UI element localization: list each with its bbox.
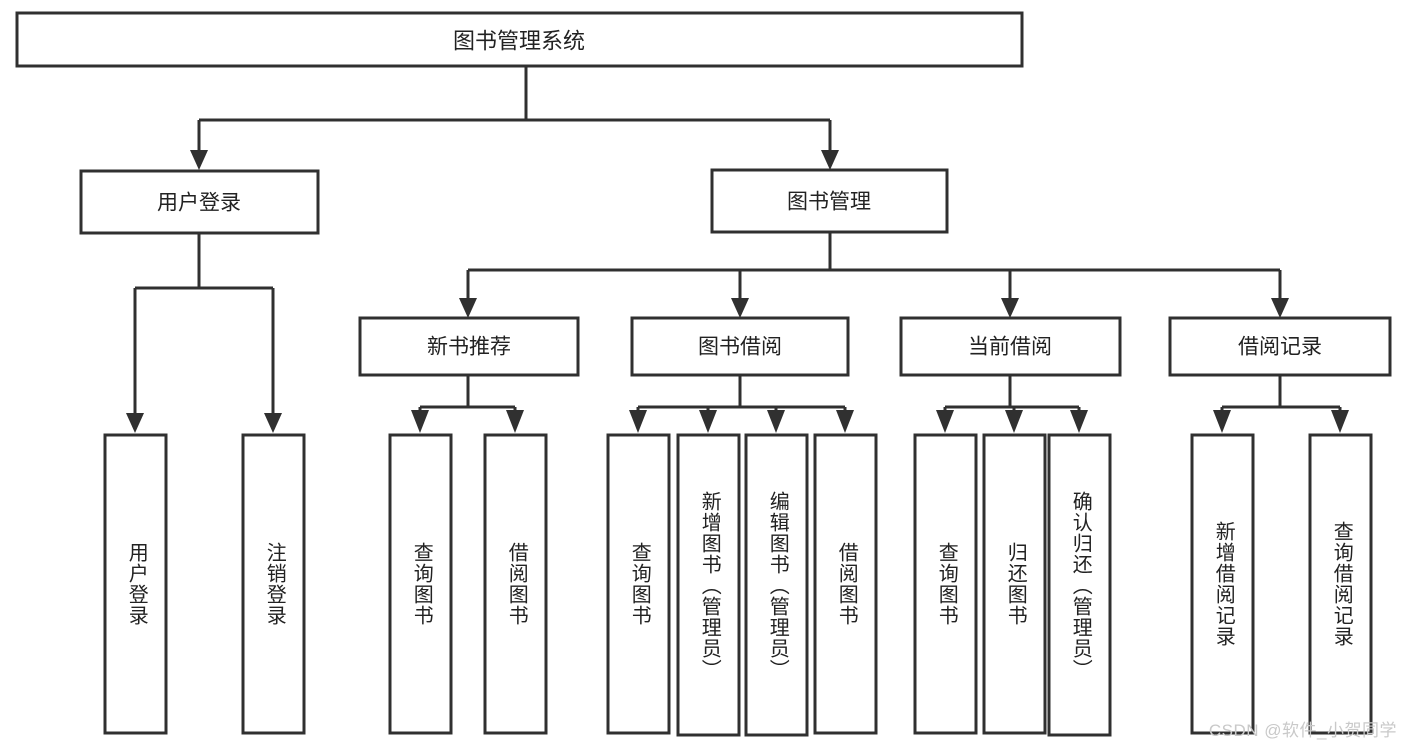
- node-book-borrow[interactable]: [630, 316, 850, 377]
- arrow-borrowrecord-leaf-2: [1331, 410, 1349, 433]
- node-leaf-user-login-logout[interactable]: [241, 433, 306, 735]
- node-book-management-system[interactable]: [15, 11, 1024, 68]
- arrow-userlogin-leaf-1: [126, 413, 144, 433]
- node-current-borrow[interactable]: [899, 316, 1122, 377]
- arrow-bookborrow-leaf-2: [699, 410, 717, 433]
- node-leaf-user-login-login[interactable]: [103, 433, 168, 735]
- arrow-to-user-login: [190, 150, 208, 170]
- connector-layer: [126, 66, 1349, 433]
- node-leaf-borrowrecord-query[interactable]: [1308, 433, 1373, 735]
- node-label-book-borrow: 图书借阅: [698, 336, 782, 359]
- node-book-management[interactable]: [710, 168, 949, 234]
- node-label-book-management-system: 图书管理系统: [453, 29, 585, 54]
- node-label-new-book-recommend: 新书推荐: [427, 336, 511, 359]
- node-leaf-bookborrow-edit[interactable]: [744, 433, 809, 737]
- arrow-to-borrow-record: [1271, 298, 1289, 318]
- arrow-borrowrecord-leaf-1: [1213, 410, 1231, 433]
- node-leaf-currentborrow-return[interactable]: [982, 433, 1047, 735]
- arrow-currentborrow-leaf-3: [1070, 410, 1088, 433]
- arrow-to-book-borrow: [731, 298, 749, 318]
- node-user-login[interactable]: [79, 169, 320, 235]
- arrow-to-current-borrow: [1001, 298, 1019, 318]
- node-label-book-management: 图书管理: [787, 191, 871, 214]
- node-leaf-newbook-query[interactable]: [388, 433, 453, 735]
- arrow-to-book-mgmt: [821, 150, 839, 170]
- node-label-current-borrow: 当前借阅: [968, 336, 1052, 359]
- node-leaf-currentborrow-query[interactable]: [913, 433, 978, 735]
- arrow-bookborrow-leaf-3: [767, 410, 785, 433]
- node-layer: 图书管理系统 用户登录 图书管理 新书推荐 图书借阅 当前借阅 借阅记录: [15, 11, 1392, 737]
- node-leaf-newbook-borrow[interactable]: [483, 433, 548, 735]
- arrow-newbook-leaf-1: [411, 410, 429, 433]
- arrow-bookborrow-leaf-1: [629, 410, 647, 433]
- node-label-borrow-record: 借阅记录: [1238, 336, 1322, 359]
- node-new-book-recommend[interactable]: [358, 316, 580, 377]
- arrow-to-new-book: [459, 298, 477, 318]
- node-leaf-bookborrow-borrow[interactable]: [813, 433, 878, 735]
- node-leaf-borrowrecord-add[interactable]: [1190, 433, 1255, 735]
- node-leaf-currentborrow-confirm[interactable]: [1047, 433, 1112, 737]
- arrow-userlogin-leaf-2: [264, 413, 282, 433]
- node-leaf-bookborrow-query[interactable]: [606, 433, 671, 735]
- arrow-newbook-leaf-2: [506, 410, 524, 433]
- arrow-currentborrow-leaf-1: [936, 410, 954, 433]
- node-leaf-bookborrow-add[interactable]: [676, 433, 741, 737]
- arrow-bookborrow-leaf-4: [836, 410, 854, 433]
- arrow-currentborrow-leaf-2: [1005, 410, 1023, 433]
- node-borrow-record[interactable]: [1168, 316, 1392, 377]
- watermark-text: CSDN @软件_小贺同学: [1208, 721, 1397, 740]
- node-label-user-login: 用户登录: [157, 192, 241, 215]
